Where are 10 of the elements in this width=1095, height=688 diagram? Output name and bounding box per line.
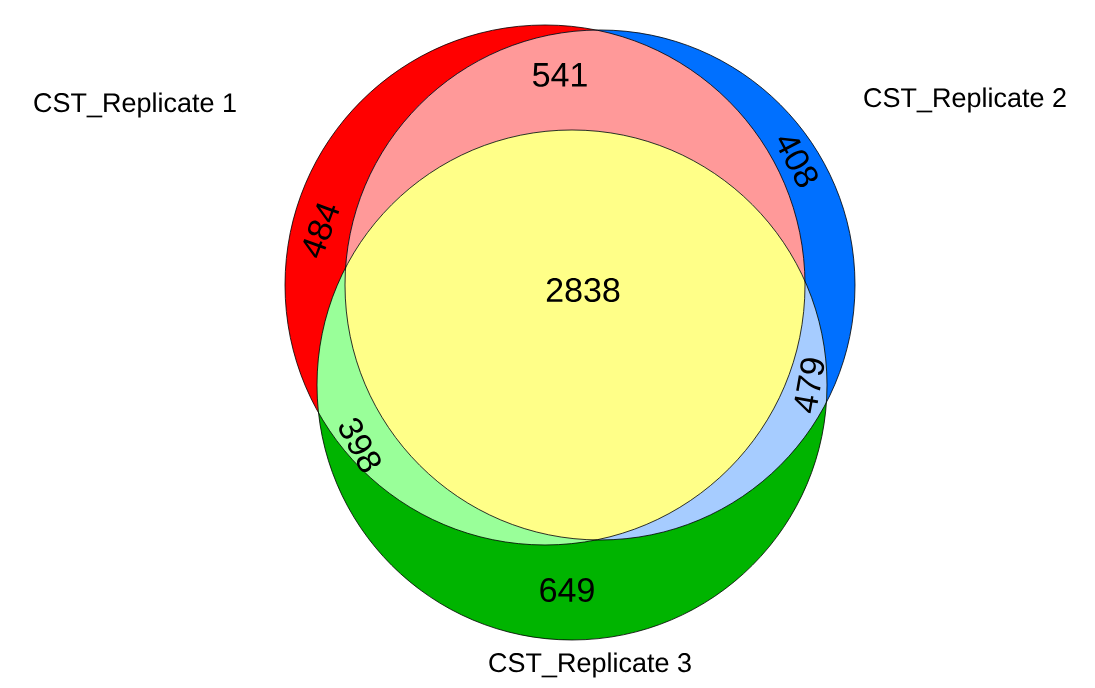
set-label: CST_Replicate 3 (489, 652, 691, 678)
set-label: CST_Replicate 1 (34, 92, 236, 118)
region-count: 408 (778, 137, 818, 188)
set-label: CST_Replicate 2 (864, 87, 1066, 113)
region-count: 398 (339, 418, 381, 473)
region-count: 479 (794, 358, 825, 414)
region-count: 484 (303, 203, 340, 259)
region-count: 2838 (546, 277, 620, 302)
region-count: 541 (533, 63, 587, 87)
region-count: 649 (540, 577, 594, 602)
